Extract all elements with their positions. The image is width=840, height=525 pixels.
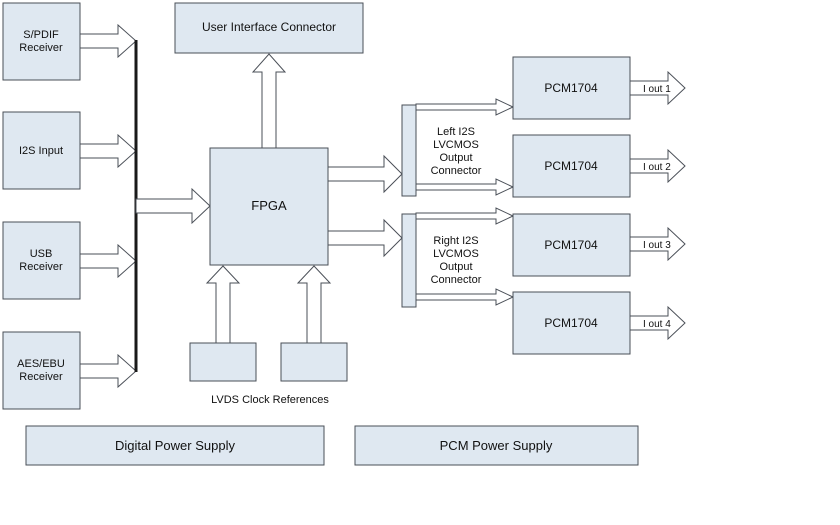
lvds1-to-fpga-arrow [205, 265, 241, 344]
svg-text:LVCMOS: LVCMOS [433, 139, 479, 151]
iout-4-label: I out 4 [643, 319, 671, 330]
pcm-power-label: PCM Power Supply [440, 438, 553, 453]
user-interface-connector-block: User Interface Connector [174, 2, 364, 54]
iout-3-arrow [629, 226, 686, 262]
i2s-input-block: I2S Input [2, 111, 81, 190]
bus-to-fpga-arrow [135, 187, 211, 225]
svg-text:Connector: Connector [431, 165, 482, 177]
spdif-arrow [79, 23, 137, 59]
i2s-arrow [79, 133, 137, 169]
svg-text:Connector: Connector [431, 274, 482, 286]
right-to-dac3-arrow [415, 207, 515, 225]
i2s-input-label: I2S Input [19, 145, 63, 157]
left-connector-bar [401, 104, 417, 197]
right-to-dac4-arrow [415, 288, 515, 306]
iout-1-label: I out 1 [643, 84, 671, 95]
iout-2-label: I out 2 [643, 162, 671, 173]
spdif-receiver-block: S/PDIF Receiver [2, 2, 81, 81]
svg-text:Output: Output [439, 152, 472, 164]
iout-4-arrow [629, 305, 686, 341]
aesebu-arrow [79, 353, 137, 389]
pcm-power-supply-block: PCM Power Supply [354, 425, 639, 466]
svg-text:PCM1704: PCM1704 [544, 81, 598, 95]
right-connector-label: Right I2S LVCMOS Output Connector [431, 235, 482, 286]
aesebu-receiver-block: AES/EBU Receiver [2, 331, 81, 410]
svg-text:PCM1704: PCM1704 [544, 238, 598, 252]
left-to-dac1-arrow [415, 98, 515, 116]
lvds2-to-fpga-arrow [296, 265, 332, 344]
pcm1704-dac-1: PCM1704 [512, 56, 631, 120]
usb-label-line1: USB [30, 248, 53, 260]
pcm1704-dac-3: PCM1704 [512, 213, 631, 277]
svg-text:Right I2S: Right I2S [433, 235, 478, 247]
iout-1-arrow [629, 70, 686, 106]
iout-3-label: I out 3 [643, 240, 671, 251]
iout-2-arrow [629, 148, 686, 184]
aesebu-label-line2: Receiver [19, 371, 63, 383]
usb-arrow [79, 243, 137, 279]
svg-text:PCM1704: PCM1704 [544, 159, 598, 173]
spdif-label-line2: Receiver [19, 42, 63, 54]
digital-power-label: Digital Power Supply [115, 438, 235, 453]
aesebu-label-line1: AES/EBU [17, 358, 65, 370]
fpga-to-left-connector-arrow [327, 154, 403, 194]
left-connector-label: Left I2S LVCMOS Output Connector [431, 126, 482, 177]
user-interface-label: User Interface Connector [202, 20, 336, 34]
fpga-to-right-connector-arrow [327, 218, 403, 258]
usb-label-line2: Receiver [19, 261, 63, 273]
lvds-clock-ref-2 [280, 342, 348, 382]
right-connector-bar [401, 213, 417, 308]
usb-receiver-block: USB Receiver [2, 221, 81, 300]
svg-text:Output: Output [439, 261, 472, 273]
lvds-clock-ref-1 [189, 342, 257, 382]
digital-power-supply-block: Digital Power Supply [25, 425, 325, 466]
svg-text:LVCMOS: LVCMOS [433, 248, 479, 260]
pcm1704-dac-4: PCM1704 [512, 291, 631, 355]
pcm1704-dac-2: PCM1704 [512, 134, 631, 198]
fpga-label: FPGA [251, 198, 287, 213]
spdif-label-line1: S/PDIF [23, 29, 59, 41]
fpga-block: FPGA [209, 147, 329, 266]
left-to-dac2-arrow [415, 178, 515, 196]
svg-text:Left I2S: Left I2S [437, 126, 475, 138]
fpga-to-ui-arrow [251, 53, 287, 149]
svg-text:PCM1704: PCM1704 [544, 316, 598, 330]
lvds-label: LVDS Clock References [211, 394, 329, 406]
